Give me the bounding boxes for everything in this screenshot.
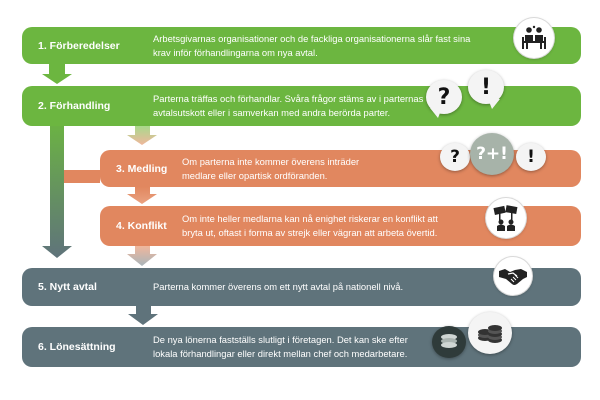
coin-bubble-dark	[432, 326, 466, 358]
question-plus-exclamation-bubble: ?+!	[470, 133, 514, 175]
meeting-people-icon	[514, 18, 554, 58]
step-3-description: Om parterna inte kommer överens inträder…	[182, 155, 360, 181]
mediation-bubbles-icon: ? ?+! !	[440, 133, 550, 185]
handshake-icon	[494, 257, 532, 295]
arrow-step2-to-step5	[42, 116, 72, 258]
branch-line-step3	[64, 170, 100, 183]
arrow-step1-to-step2	[42, 64, 72, 84]
step-5-description: Parterna kommer överens om ett nytt avta…	[153, 281, 404, 293]
step-1-label: 1. Förberedelser	[38, 39, 120, 52]
step-5-label: 5. Nytt avtal	[38, 281, 97, 293]
arrow-step3-to-step4	[127, 187, 157, 204]
step-6-description: De nya lönerna fastställs slutligt i för…	[153, 334, 408, 359]
step-1-bar: 1. Förberedelser Arbetsgivarnas organisa…	[22, 27, 581, 64]
question-bubble: ?	[426, 80, 462, 114]
step-3-label: 3. Medling	[116, 162, 168, 175]
step-4-description: Om inte heller medlarna kan nå enighet r…	[182, 213, 438, 238]
step-5-bar: 5. Nytt avtal Parterna kommer överens om…	[22, 268, 581, 306]
question-bubble: ?	[440, 143, 470, 171]
step-4-label: 4. Konflikt	[116, 220, 167, 232]
exclamation-bubble: !	[468, 70, 504, 104]
exclamation-bubble: !	[516, 143, 546, 171]
step-1-description: Arbetsgivarnas organisationer och de fac…	[153, 32, 471, 58]
step-2-label: 2. Förhandling	[38, 100, 111, 112]
arrow-step5-to-step6	[128, 306, 158, 325]
step-6-label: 6. Lönesättning	[38, 341, 116, 353]
step-2-description: Parterna träffas och förhandlar. Svåra f…	[153, 93, 424, 118]
arrow-step4-to-step5	[127, 246, 157, 266]
strike-protest-icon	[486, 198, 526, 238]
coins-stack-icon	[432, 312, 522, 362]
coin-bubble-light	[468, 312, 512, 354]
arrow-step2-to-step3	[127, 126, 157, 145]
question-exclamation-bubbles-icon: ? !	[426, 70, 506, 120]
